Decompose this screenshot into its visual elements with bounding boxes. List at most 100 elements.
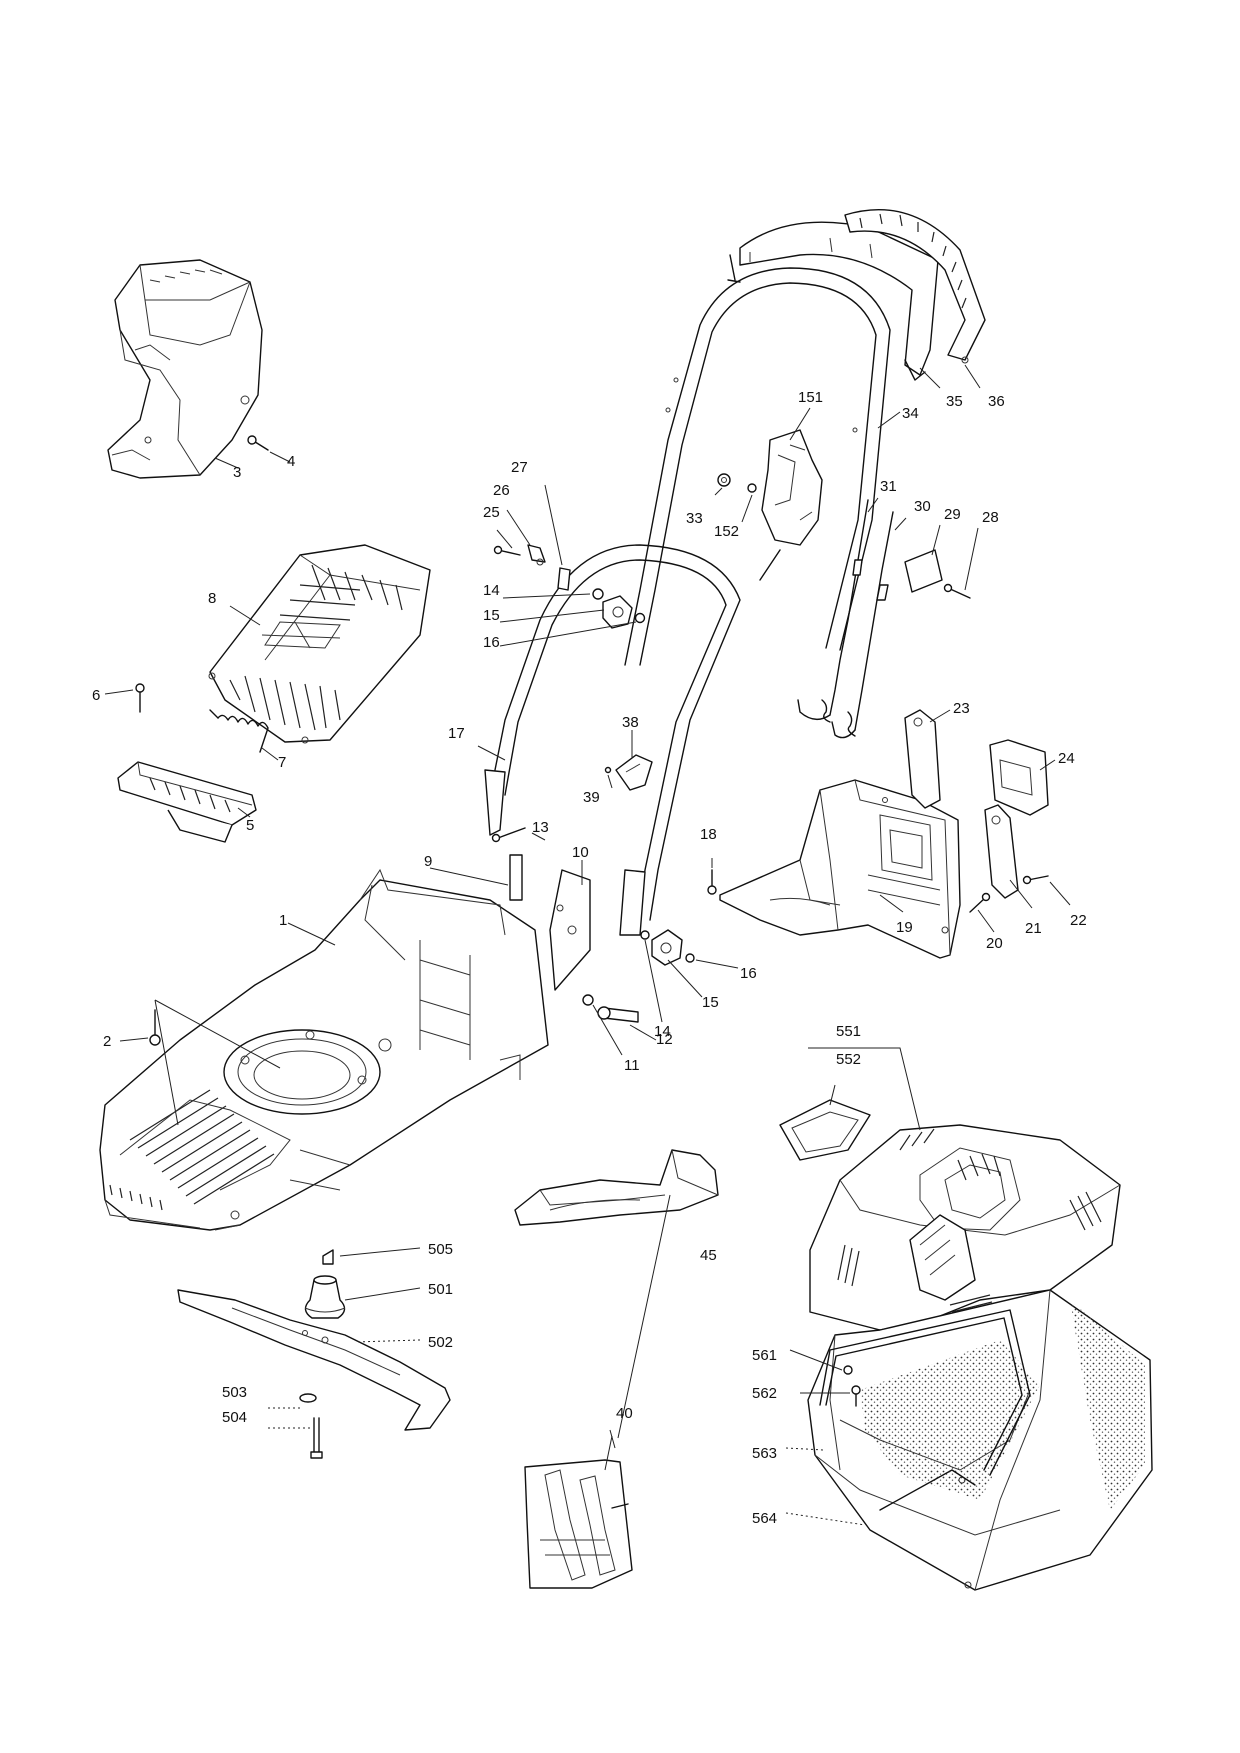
callout-36: 36 bbox=[988, 393, 1005, 410]
part-39-pin bbox=[604, 766, 612, 774]
part-24-cover-plate bbox=[989, 739, 1049, 816]
callout-501: 501 bbox=[428, 1281, 453, 1298]
callout-552: 552 bbox=[836, 1051, 861, 1068]
part-31-cable bbox=[797, 499, 869, 723]
callout-23: 23 bbox=[953, 700, 970, 717]
callout-6: 6 bbox=[92, 687, 100, 704]
part-18-screw bbox=[707, 869, 717, 895]
part-35-grip bbox=[727, 221, 939, 381]
part-22-screw bbox=[1022, 875, 1049, 885]
callout-16-lower: 16 bbox=[740, 965, 757, 982]
part-9-plate bbox=[509, 854, 523, 901]
part-10-bracket bbox=[549, 869, 591, 991]
callout-1: 1 bbox=[279, 912, 287, 929]
part-40-instruction-sheet bbox=[524, 1459, 633, 1589]
callout-503: 503 bbox=[222, 1384, 247, 1401]
callout-20: 20 bbox=[986, 935, 1003, 952]
callout-39: 39 bbox=[583, 789, 600, 806]
callout-561: 561 bbox=[752, 1347, 777, 1364]
part-2-bolt bbox=[149, 1009, 161, 1046]
callout-21: 21 bbox=[1025, 920, 1042, 937]
callout-3: 3 bbox=[233, 464, 241, 481]
part-16-nut-upper bbox=[634, 612, 646, 624]
callout-19: 19 bbox=[896, 919, 913, 936]
part-4-screw bbox=[247, 435, 269, 451]
part-7-spring bbox=[209, 709, 269, 753]
callout-13: 13 bbox=[532, 819, 549, 836]
callout-45: 45 bbox=[700, 1247, 717, 1264]
callout-505: 505 bbox=[428, 1241, 453, 1258]
callout-30: 30 bbox=[914, 498, 931, 515]
part-504-bolt bbox=[310, 1417, 323, 1459]
part-45-mulch-plug bbox=[514, 1149, 719, 1226]
part-25-bolt bbox=[493, 545, 521, 556]
part-38-clip bbox=[615, 754, 653, 791]
part-5-rail bbox=[117, 761, 257, 843]
part-151-control-box bbox=[759, 429, 823, 581]
part-14-washer-lower bbox=[640, 930, 650, 940]
part-1-mower-deck bbox=[99, 868, 549, 1231]
callout-31: 31 bbox=[880, 478, 897, 495]
callout-502: 502 bbox=[428, 1334, 453, 1351]
callout-504: 504 bbox=[222, 1409, 247, 1426]
part-562-screw bbox=[851, 1385, 861, 1407]
callout-35: 35 bbox=[946, 393, 963, 410]
part-23-hinge-left bbox=[904, 709, 941, 809]
part-561-washer bbox=[843, 1365, 853, 1375]
part-152-washer bbox=[747, 483, 757, 493]
part-501-blade-adapter bbox=[304, 1275, 346, 1319]
callout-40: 40 bbox=[616, 1405, 633, 1422]
part-19-rear-chute bbox=[719, 779, 961, 959]
callout-151: 151 bbox=[798, 389, 823, 406]
part-11-washer bbox=[582, 994, 594, 1006]
part-29-clip bbox=[904, 549, 943, 593]
part-563-frame bbox=[819, 1309, 1031, 1511]
callout-152: 152 bbox=[714, 523, 739, 540]
callout-562: 562 bbox=[752, 1385, 777, 1402]
callout-38: 38 bbox=[622, 714, 639, 731]
callout-564: 564 bbox=[752, 1510, 777, 1527]
callout-28: 28 bbox=[982, 509, 999, 526]
part-505-key bbox=[322, 1249, 334, 1265]
part-551-grass-box-lid bbox=[809, 1124, 1121, 1331]
callout-11: 11 bbox=[624, 1057, 640, 1074]
callout-33: 33 bbox=[686, 510, 703, 527]
part-16-nut-lower bbox=[685, 953, 695, 963]
callout-4: 4 bbox=[287, 453, 295, 470]
part-26-clip bbox=[527, 544, 546, 566]
part-28-screw bbox=[943, 583, 971, 599]
part-15-knob-lower bbox=[651, 929, 683, 966]
part-6-screw bbox=[135, 683, 145, 713]
part-36-bail-bar bbox=[844, 208, 986, 364]
callout-14-lower: 14 bbox=[654, 1023, 671, 1040]
callout-15-lower: 15 bbox=[702, 994, 719, 1011]
callout-27: 27 bbox=[511, 459, 528, 476]
callout-551: 551 bbox=[836, 1023, 861, 1040]
part-15-knob-upper bbox=[602, 595, 633, 629]
callout-5: 5 bbox=[246, 817, 254, 834]
part-14-washer-upper bbox=[592, 588, 604, 600]
callout-15-upper: 15 bbox=[483, 607, 500, 624]
leader-lines bbox=[104, 364, 1071, 1526]
callout-22: 22 bbox=[1070, 912, 1087, 929]
part-34-upper-handle bbox=[624, 267, 891, 666]
callout-7: 7 bbox=[278, 754, 286, 771]
callout-34: 34 bbox=[902, 405, 919, 422]
part-17-lower-handle bbox=[484, 544, 741, 936]
part-3-engine-cover bbox=[107, 259, 263, 479]
callout-17: 17 bbox=[448, 725, 465, 742]
part-8-cover bbox=[208, 544, 431, 744]
callout-24: 24 bbox=[1058, 750, 1075, 767]
part-12-bolt bbox=[597, 1006, 639, 1023]
callout-25: 25 bbox=[483, 504, 500, 521]
part-564-grass-box-body bbox=[807, 1289, 1153, 1591]
callout-29: 29 bbox=[944, 506, 961, 523]
callout-563: 563 bbox=[752, 1445, 777, 1462]
part-503-washer bbox=[299, 1393, 317, 1403]
part-13-screw bbox=[491, 827, 526, 843]
part-20-screw bbox=[969, 892, 991, 913]
callout-14-upper: 14 bbox=[483, 582, 500, 599]
part-30-cable bbox=[831, 511, 894, 739]
callout-26: 26 bbox=[493, 482, 510, 499]
callout-12: 12 bbox=[656, 1031, 673, 1048]
